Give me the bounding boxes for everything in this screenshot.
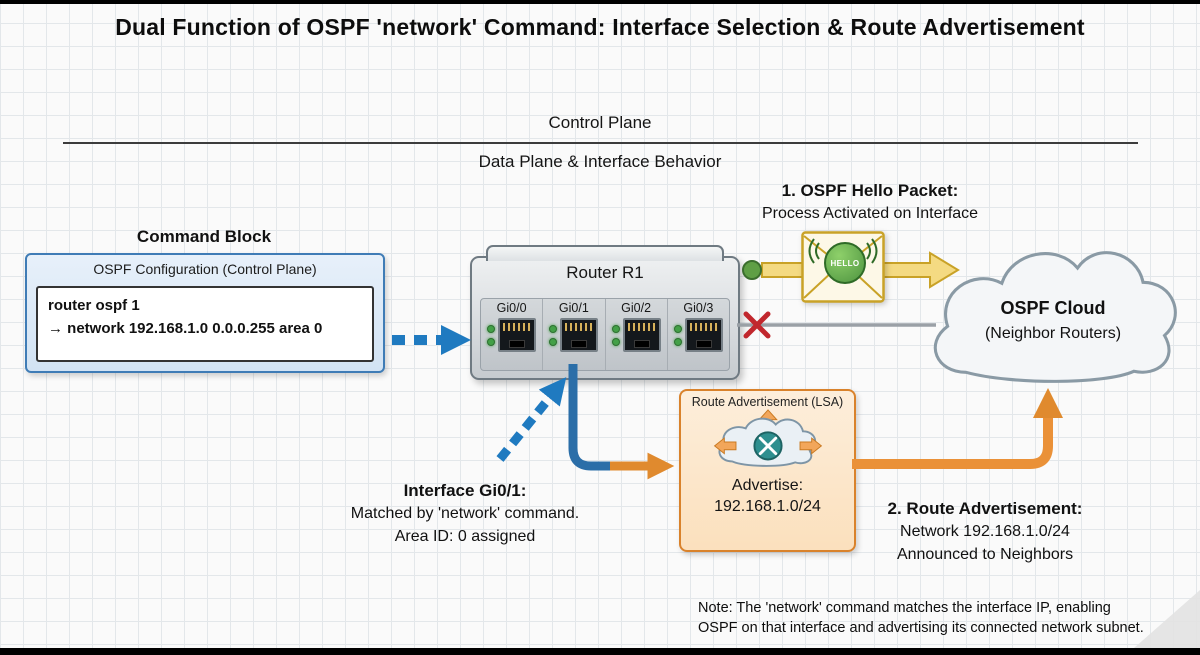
bottom-frame-bar	[0, 648, 1200, 655]
code-line-router-ospf: router ospf 1	[48, 297, 140, 314]
port-label: Gi0/3	[683, 301, 714, 315]
lsa-advertise-network: 192.168.1.0/24	[714, 498, 821, 515]
port-connector	[487, 318, 537, 352]
hello-envelope: HELLO	[801, 231, 885, 303]
code-line-network: → network 192.168.1.0 0.0.0.255 area 0	[48, 320, 323, 337]
led-icon	[487, 324, 496, 333]
route-advertisement-line1: Network 192.168.1.0/24	[900, 523, 1070, 540]
plane-divider	[63, 142, 1138, 144]
port-label: Gi0/0	[496, 301, 527, 315]
command-block-label: Command Block	[136, 227, 272, 246]
interface-callout-dashed-arrow	[496, 377, 567, 462]
port-leds	[611, 324, 620, 346]
interface-callout: Interface Gi0/1: Matched by 'network' co…	[330, 479, 600, 548]
hello-packet-subheading: Process Activated on Interface	[761, 205, 979, 222]
hello-packet-heading: 1. OSPF Hello Packet:	[781, 181, 959, 200]
interface-callout-heading: Interface Gi0/1:	[403, 481, 527, 500]
rj45-jack-icon	[684, 318, 723, 352]
led-icon	[611, 337, 620, 346]
top-frame-bar	[0, 0, 1200, 4]
hello-badge: HELLO	[824, 242, 866, 284]
lsa-left-arrow-icon	[713, 437, 736, 455]
route-advertisement-heading: 2. Route Advertisement:	[887, 499, 1083, 518]
lsa-box: Route Advertisement (LSA) Advertise: 192…	[679, 389, 856, 552]
port-connector	[549, 318, 599, 352]
route-advertisement-callout: 2. Route Advertisement: Network 192.168.…	[855, 497, 1115, 566]
cloud-shape-icon	[933, 251, 1177, 383]
rj45-jack-icon	[498, 318, 537, 352]
led-icon	[673, 337, 682, 346]
led-icon	[487, 337, 496, 346]
hello-packet-callout: 1. OSPF Hello Packet: Process Activated …	[715, 179, 1025, 225]
led-icon	[549, 324, 558, 333]
router-name: Router R1	[566, 263, 644, 282]
port-connector	[611, 318, 661, 352]
lsa-cloud-router-icon	[713, 409, 822, 467]
lsa-header: Route Advertisement (LSA)	[691, 395, 844, 409]
port-gi0-2: Gi0/2	[604, 299, 667, 370]
port-leds	[549, 324, 558, 346]
footnote-line2: OSPF on that interface and advertising i…	[698, 620, 1144, 636]
interface-callout-line2: Area ID: 0 assigned	[394, 528, 536, 545]
port-connector	[673, 318, 723, 352]
port-label: Gi0/2	[621, 301, 652, 315]
interface-callout-line1: Matched by 'network' command.	[350, 505, 580, 522]
led-icon	[611, 324, 620, 333]
route-advertisement-line2: Announced to Neighbors	[896, 546, 1074, 563]
command-block-code: router ospf 1 → network 192.168.1.0 0.0.…	[36, 286, 374, 362]
led-icon	[673, 324, 682, 333]
port-label: Gi0/1	[558, 301, 589, 315]
ospf-cloud: OSPF Cloud (Neighbor Routers)	[920, 226, 1186, 402]
red-x-icon	[743, 311, 771, 339]
control-plane-label: Control Plane	[548, 113, 652, 132]
rj45-jack-icon	[622, 318, 661, 352]
cloud-subtitle: (Neighbor Routers)	[984, 325, 1122, 343]
rj45-jack-icon	[560, 318, 599, 352]
footnote-line1: Note: The 'network' command matches the …	[698, 600, 1111, 616]
port-gi0-1: Gi0/1	[542, 299, 604, 370]
port-gi0-3: Gi0/3	[666, 299, 729, 370]
hello-source-dot	[742, 260, 762, 280]
router-r1: Router R1 Gi0/0 Gi0/1 Gi0/2	[470, 245, 740, 380]
cloud-title: OSPF Cloud	[1000, 298, 1106, 319]
router-port-strip: Gi0/0 Gi0/1 Gi0/2	[480, 298, 730, 371]
command-block-header: OSPF Configuration (Control Plane)	[93, 261, 317, 277]
footnote: Note: The 'network' command matches the …	[698, 598, 1180, 638]
page-title: Dual Function of OSPF 'network' Command:…	[115, 14, 1085, 40]
port-leds	[673, 324, 682, 346]
lsa-advertise-label: Advertise:	[731, 477, 804, 494]
port-leds	[487, 324, 496, 346]
port-gi0-0: Gi0/0	[481, 299, 542, 370]
lsa-right-arrow-icon	[799, 437, 822, 455]
cloud-text: OSPF Cloud (Neighbor Routers)	[920, 296, 1186, 346]
command-block: OSPF Configuration (Control Plane) route…	[25, 253, 385, 373]
led-icon	[549, 337, 558, 346]
lsa-to-cloud-arrow	[852, 388, 1063, 469]
data-plane-label: Data Plane & Interface Behavior	[478, 152, 722, 171]
